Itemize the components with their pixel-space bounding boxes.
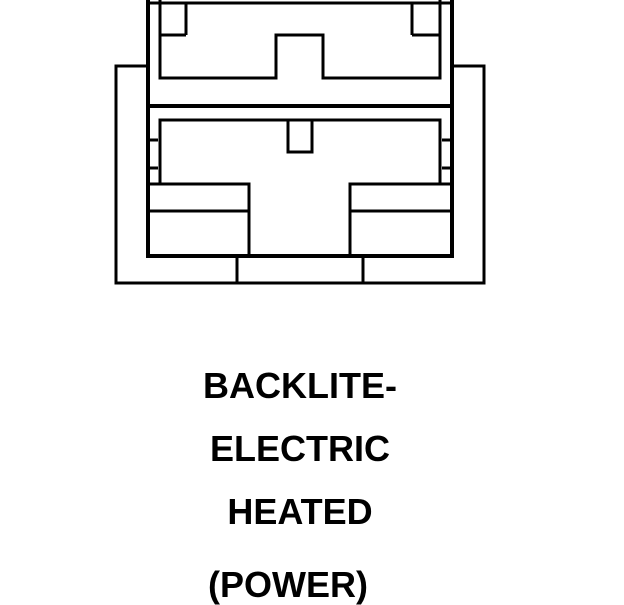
label-line-power: (POWER) xyxy=(208,564,368,605)
lower-terminal-cavity xyxy=(148,118,452,256)
wall-tick-marks xyxy=(148,138,452,170)
label-line-heated: HEATED xyxy=(227,491,373,532)
polarizing-key xyxy=(286,118,314,154)
connector-outer-shell xyxy=(114,64,486,285)
upper-terminal-cavity xyxy=(158,0,442,80)
label-line-backlite: BACKLITE- xyxy=(203,365,397,406)
connector-diagram xyxy=(114,0,486,285)
connector-body xyxy=(146,0,454,258)
label-line-electric: ELECTRIC xyxy=(210,428,390,469)
